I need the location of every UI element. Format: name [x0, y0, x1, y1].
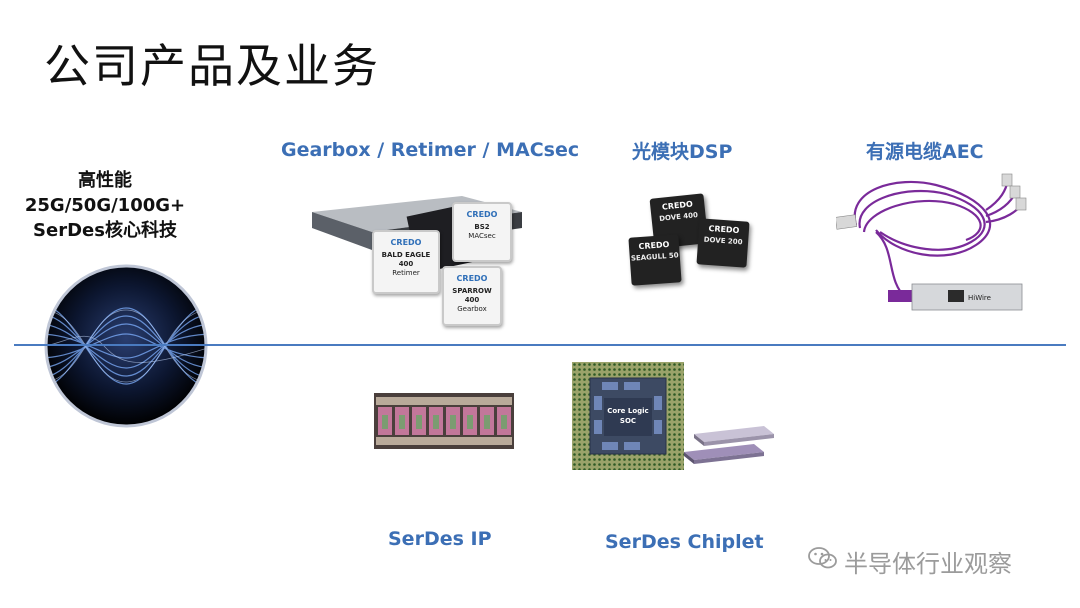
chip-bs2-desc: MACsec: [468, 232, 496, 240]
label-line-1: 高性能: [78, 170, 132, 191]
chiplet-package-image: [572, 362, 684, 470]
chip-bald-eagle: CREDO BALD EAGLE 400 Retimer: [372, 230, 440, 294]
chip-bs2-logo: CREDO: [466, 210, 498, 219]
label-line-2: 25G/50G/100G+: [24, 195, 186, 216]
chip-bs2-name: BS2: [474, 223, 490, 231]
chip-bald-desc: Retimer: [392, 269, 420, 277]
serdes-ip-die-image: [374, 393, 514, 449]
chip-sparrow: CREDO SPARROW 400 Gearbox: [442, 266, 502, 326]
chip-bs2: CREDO BS2 MACsec: [452, 202, 512, 262]
aec-cable-image: HiWire: [836, 173, 1027, 311]
chip-seagull-50: CREDO SEAGULL 50: [628, 234, 682, 286]
section-divider: [14, 344, 1066, 346]
core-logic-soc-label: Core Logic SOC: [607, 407, 649, 425]
chip-seagull-name: SEAGULL 50: [630, 251, 679, 263]
chip-dove400-name: DOVE 400: [658, 211, 699, 224]
chip-sparrow-name: SPARROW 400: [452, 287, 492, 304]
chip-bald-logo: CREDO: [390, 238, 422, 247]
category-aec: 有源电缆AEC: [866, 141, 984, 163]
watermark-text: 半导体行业观察: [844, 550, 1012, 578]
category-serdes-ip: SerDes IP: [388, 528, 492, 550]
serdes-tech-label: 高性能 25G/50G/100G+ SerDes核心科技: [20, 168, 190, 243]
category-optical-dsp: 光模块DSP: [632, 141, 733, 163]
page-title: 公司产品及业务: [44, 39, 380, 93]
wechat-icon: [808, 546, 838, 570]
chip-seagull-logo: CREDO: [638, 239, 670, 252]
aec-brand-label: HiWire: [968, 294, 991, 302]
chip-bald-name: BALD EAGLE 400: [381, 251, 431, 268]
label-line-3: SerDes核心科技: [33, 220, 177, 241]
chip-sparrow-logo: CREDO: [456, 274, 488, 283]
chip-sparrow-desc: Gearbox: [457, 305, 487, 313]
chiplet-dies-image: [684, 426, 774, 464]
chip-dove200-name: DOVE 200: [703, 235, 743, 247]
category-gearbox: Gearbox / Retimer / MACsec: [281, 139, 580, 161]
category-serdes-chiplet: SerDes Chiplet: [605, 531, 764, 553]
chip-dove200-logo: CREDO: [708, 223, 740, 236]
chip-dove-200: CREDO DOVE 200: [696, 218, 750, 268]
serdes-eye-diagram-sphere: [44, 264, 208, 428]
